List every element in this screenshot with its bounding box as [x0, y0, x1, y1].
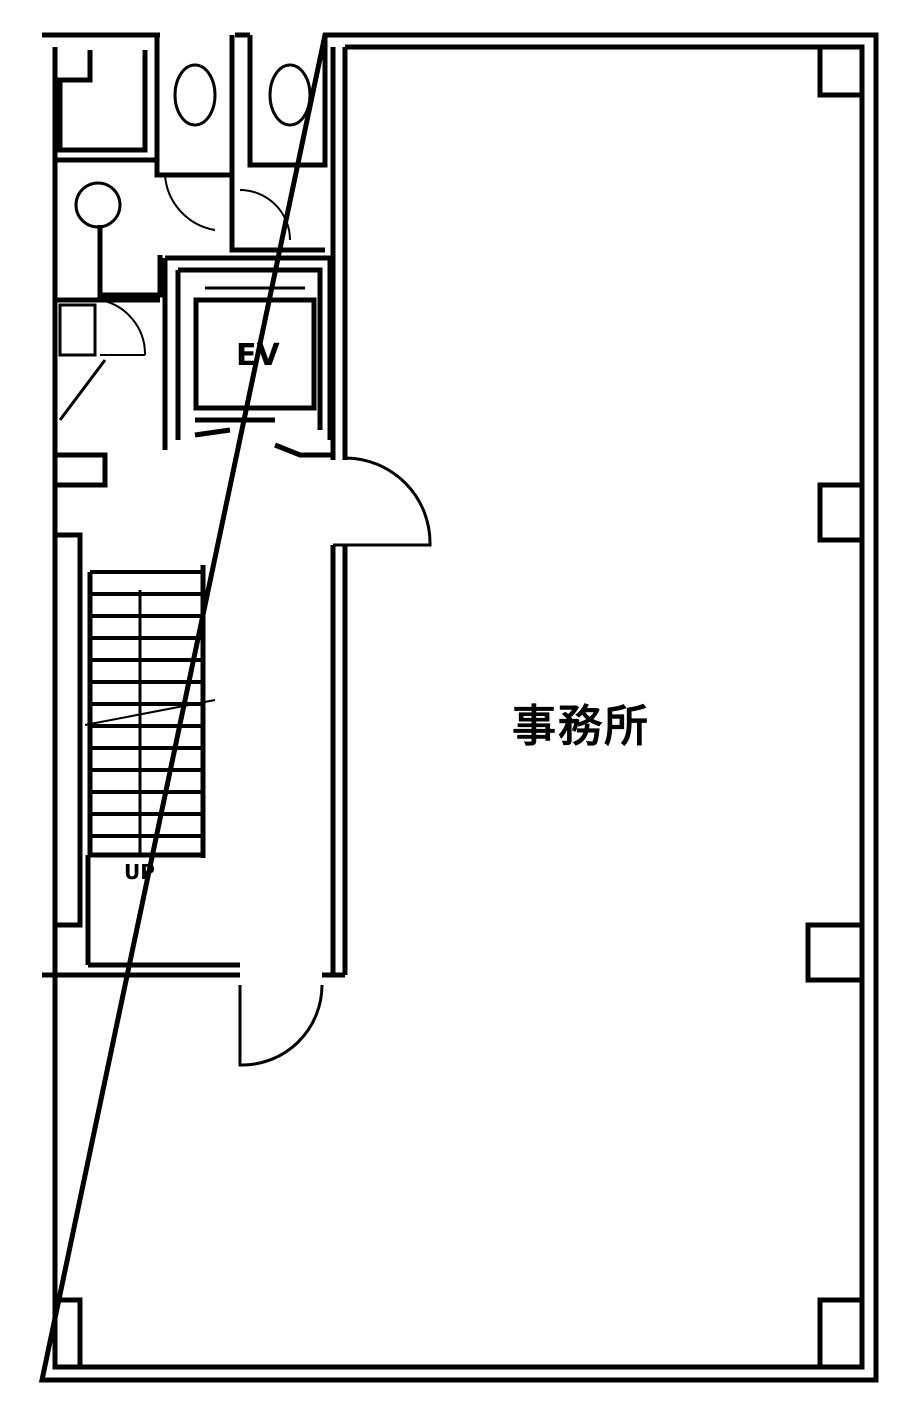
columns — [55, 47, 862, 1365]
staircase — [84, 565, 216, 858]
office-room-label: 事務所 — [512, 701, 650, 752]
core-walls — [42, 47, 348, 978]
outer-walls — [38, 32, 879, 1383]
doors — [238, 456, 432, 1067]
elevator — [162, 255, 333, 458]
stairs-up-label: UP — [124, 860, 155, 884]
toilet-stalls — [55, 35, 328, 421]
elevator-label: EV — [236, 338, 280, 373]
